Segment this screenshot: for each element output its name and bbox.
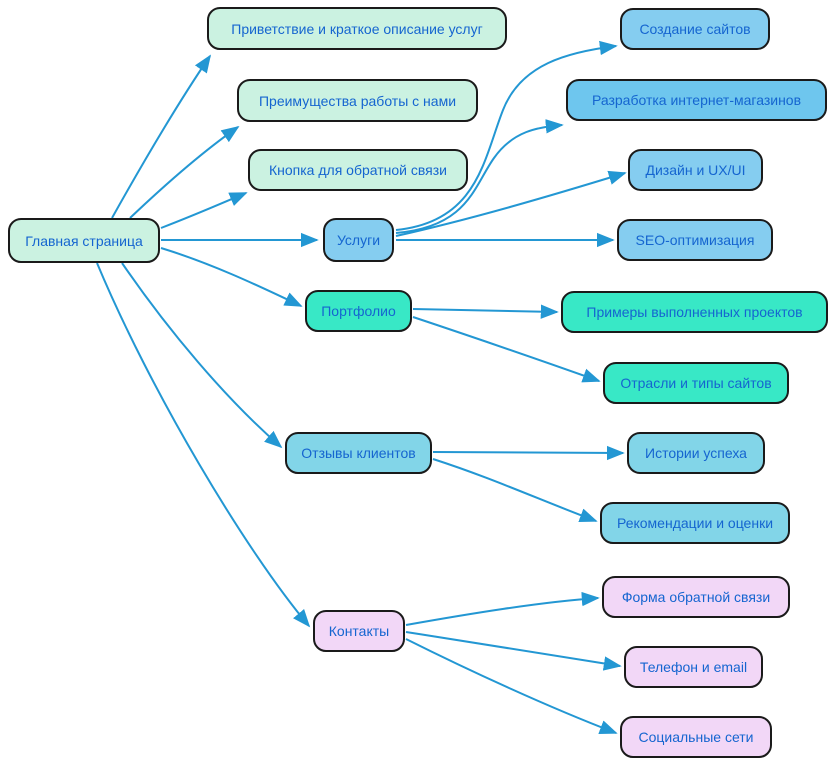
node-social: Социальные сети: [620, 716, 772, 758]
node-services: Услуги: [323, 218, 394, 262]
edge-reviews-success-stories: [432, 445, 625, 461]
edge-root-reviews: [121, 262, 283, 449]
edge-root-contacts: [96, 262, 311, 628]
edge-root-portfolio: [160, 247, 303, 307]
edge-contacts-phone-email: [405, 631, 622, 671]
edge-contacts-social: [405, 638, 618, 734]
node-success-stories: Истории успеха: [627, 432, 765, 474]
edge-services-design: [395, 170, 627, 237]
node-seo: SEO-оптимизация: [617, 219, 773, 261]
edge-reviews-recommendations: [432, 458, 598, 523]
edge-root-advantages: [129, 125, 240, 219]
node-ecommerce: Разработка интернет-магазинов: [566, 79, 827, 121]
edge-contacts-contact-form: [405, 591, 600, 626]
edge-portfolio-industries: [412, 316, 601, 383]
edge-portfolio-examples: [412, 304, 559, 319]
node-examples: Примеры выполненных проектов: [561, 291, 828, 333]
node-feedback-button: Кнопка для обратной связи: [248, 149, 468, 191]
node-contacts: Контакты: [313, 610, 405, 652]
node-reviews: Отзывы клиентов: [285, 432, 432, 474]
edge-root-greeting: [111, 54, 212, 219]
node-portfolio: Портфолио: [305, 290, 412, 332]
node-design: Дизайн и UX/UI: [628, 149, 763, 191]
node-main-page: Главная страница: [8, 218, 160, 263]
node-contact-form: Форма обратной связи: [602, 576, 790, 618]
node-recommendations: Рекомендации и оценки: [600, 502, 790, 544]
node-industries: Отрасли и типы сайтов: [603, 362, 789, 404]
node-greeting: Приветствие и краткое описание услуг: [207, 7, 507, 50]
node-site-creation: Создание сайтов: [620, 8, 770, 50]
node-phone-email: Телефон и email: [624, 646, 763, 688]
node-advantages: Преимущества работы с нами: [237, 79, 478, 122]
edge-root-feedback-button: [160, 192, 248, 229]
edge-services-ecommerce: [395, 119, 564, 234]
edge-services-site-creation: [395, 40, 618, 231]
